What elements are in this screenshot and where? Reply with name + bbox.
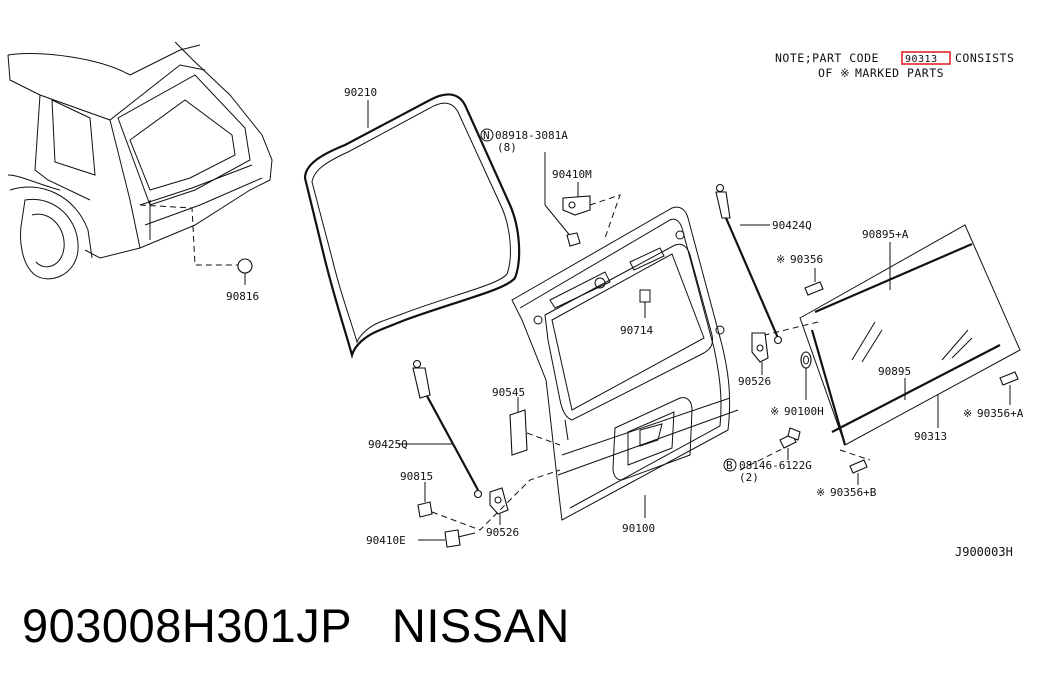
hinge-part	[562, 195, 591, 247]
label-90815: 90815	[400, 470, 433, 483]
highlight-box	[901, 51, 951, 65]
label-90895-a: 90895+A	[862, 228, 909, 241]
note-block: NOTE;PART CODE 90313 CONSISTS OF ※ MARKE…	[775, 51, 1014, 80]
plate-90545-part	[509, 409, 528, 456]
note-line1-prefix: NOTE;PART CODE	[775, 51, 879, 65]
bracket-upper-part	[751, 332, 769, 363]
marked-icon-90356-b: ※	[816, 486, 825, 499]
label-90526-lower: 90526	[486, 526, 519, 539]
marked-icon-note: ※	[840, 66, 850, 80]
label-90356-a: 90356+A	[977, 407, 1024, 420]
label-90425q: 90425Q	[368, 438, 408, 451]
label-08918-3081a: 08918-3081A	[495, 129, 568, 142]
spacer-90356-b-part	[849, 459, 868, 474]
label-90410e: 90410E	[366, 534, 406, 547]
footer-part-number: 903008H301JP	[22, 599, 352, 652]
label-90410m: 90410M	[552, 168, 592, 181]
label-90210: 90210	[344, 86, 377, 99]
bolt-90410e-part	[444, 529, 476, 548]
label-90526-upper: 90526	[738, 375, 771, 388]
gas-strut-lower-part	[412, 359, 483, 499]
label-08146-qty: (2)	[739, 471, 759, 484]
note-highlighted-code: 90313	[905, 54, 938, 65]
nut-90815-part	[417, 501, 433, 518]
label-90100h: 90100H	[784, 405, 824, 418]
vehicle-illustration	[7, 41, 273, 280]
cap-part	[800, 351, 812, 369]
label-90545: 90545	[492, 386, 525, 399]
spacer-90356-a-part	[999, 371, 1019, 386]
label-08918-qty: (8)	[497, 141, 517, 154]
label-90356-b: 90356+B	[830, 486, 877, 499]
label-90424q: 90424Q	[772, 219, 812, 232]
label-90714: 90714	[620, 324, 653, 337]
weatherstrip-part	[303, 93, 521, 359]
label-90100: 90100	[622, 522, 655, 535]
bolt-08146-part	[779, 427, 801, 449]
spacer-90356-part	[804, 281, 824, 296]
label-90313: 90313	[914, 430, 947, 443]
note-line1-suffix: CONSISTS	[955, 51, 1014, 65]
bracket-lower-part	[489, 487, 509, 515]
back-door-part	[511, 206, 739, 521]
label-08146-6122g: 08146-6122G	[739, 459, 812, 472]
label-90895: 90895	[878, 365, 911, 378]
label-90816: 90816	[226, 290, 259, 303]
marked-icon-90100h: ※	[770, 405, 779, 418]
diagram-id: J900003H	[955, 545, 1013, 559]
footer-brand: NISSAN	[391, 599, 570, 652]
b-circle-icon: B	[726, 459, 733, 472]
back-glass-part	[799, 224, 1021, 446]
note-line2-suffix: MARKED PARTS	[855, 66, 944, 80]
footer-caption: 903008H301JP NISSAN	[22, 598, 570, 653]
bumper-clip-part	[237, 258, 253, 285]
n-circle-icon: N	[483, 129, 490, 142]
note-line2-prefix: OF	[818, 66, 833, 80]
label-90356: 90356	[790, 253, 823, 266]
gas-strut-upper-part	[715, 183, 783, 345]
marked-icon-90356: ※	[776, 253, 785, 266]
marked-icon-90356-a: ※	[963, 407, 972, 420]
